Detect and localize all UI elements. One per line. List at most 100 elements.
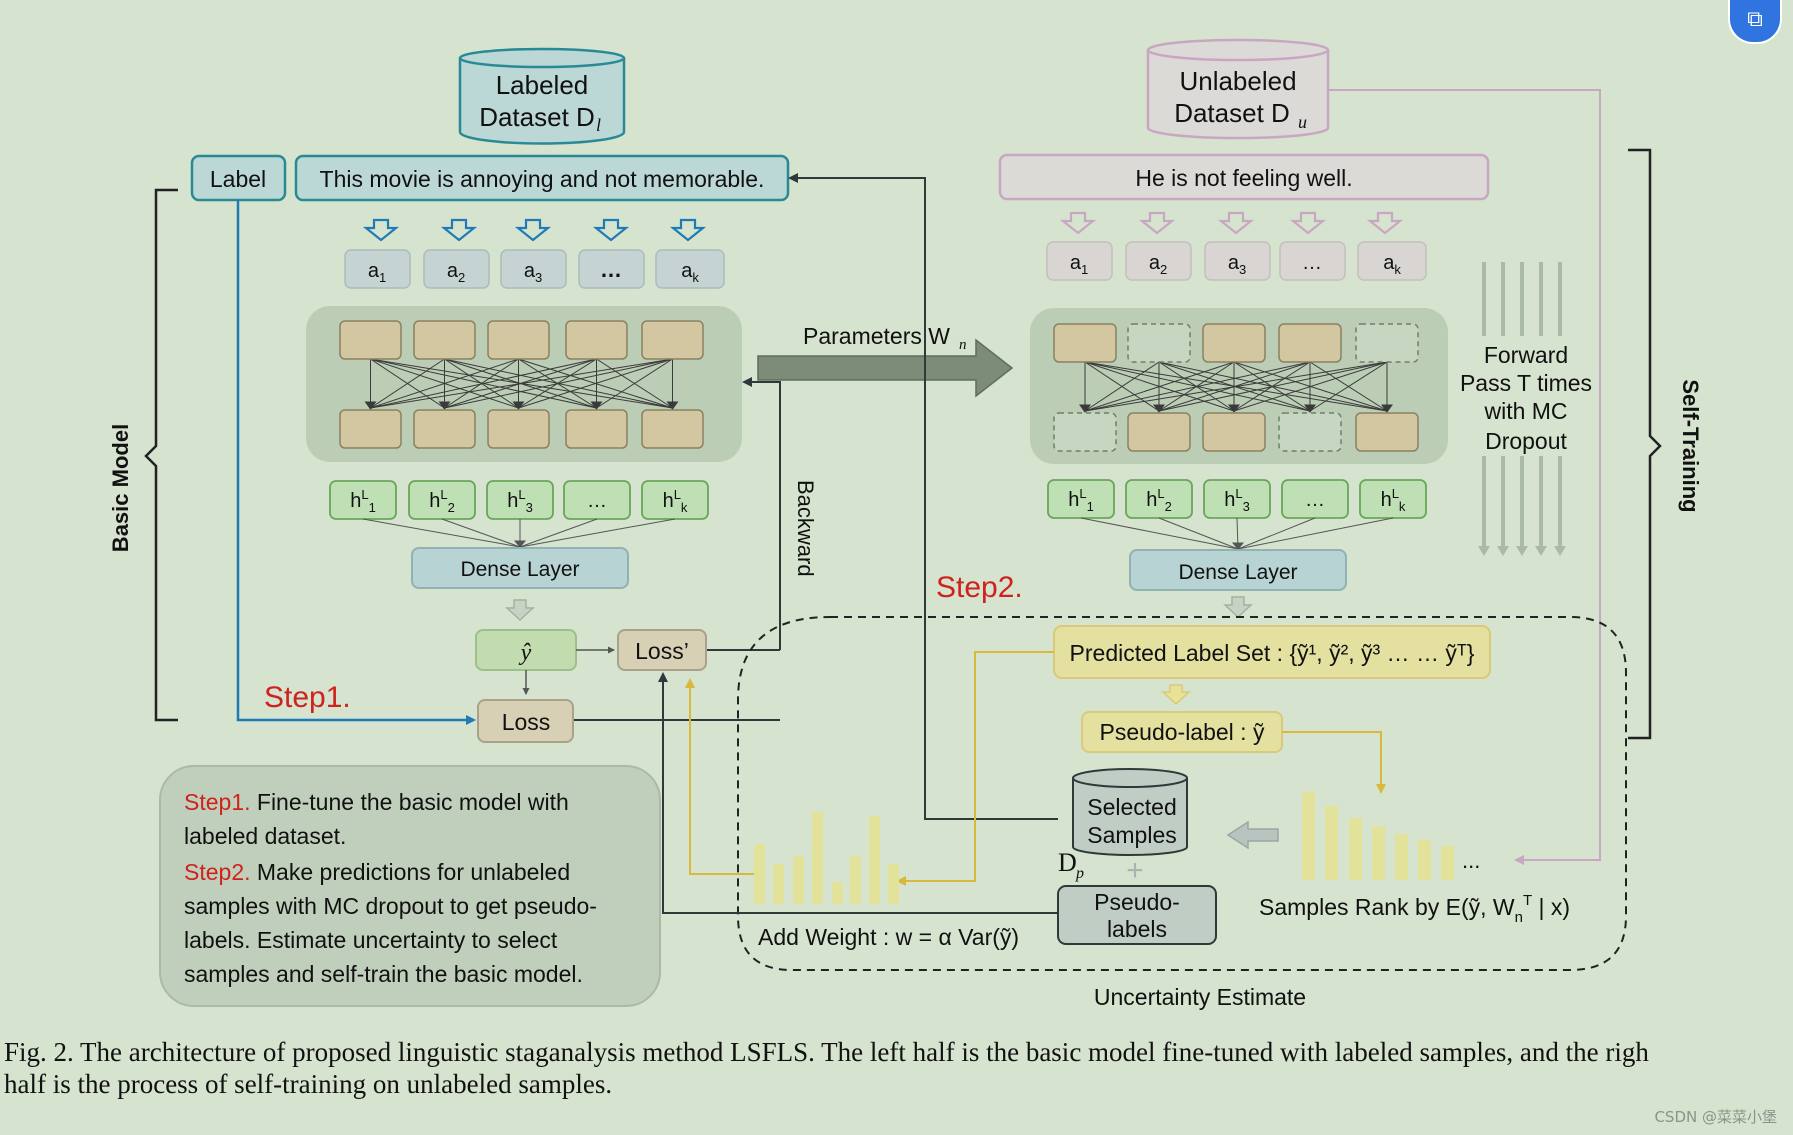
pseudo-labels-line2: labels: [1107, 916, 1167, 942]
histogram-bar: [1441, 846, 1454, 880]
unlabeled-dataset-cylinder: Unlabeled Dataset D u: [1146, 38, 1330, 140]
right-token-row: a1 a2 a3 … ak: [1046, 241, 1427, 281]
predicted-label-set-text: Predicted Label Set : {ỹ¹, ỹ², ỹ³ … … ỹᵀ…: [1070, 640, 1475, 666]
histogram-bar: [754, 844, 765, 904]
selected-to-sentence-path: [788, 173, 1058, 820]
hidden-to-dense-line: [519, 518, 676, 548]
pseudo-label-to-rank-arrow: [1282, 731, 1386, 794]
network-node: [565, 409, 628, 449]
hidden-state-label: hL3: [1224, 486, 1250, 514]
hidden-to-dense-line: [1237, 517, 1394, 550]
down-arrow-icon: [1161, 684, 1191, 706]
uncertainty-region: [737, 616, 1627, 971]
down-arrow-icon: [1059, 211, 1097, 235]
note-step1-line1: Fine-tune the basic model with: [251, 789, 569, 815]
network-edge: [1084, 361, 1311, 412]
hidden-state-label: hL1: [1068, 486, 1094, 514]
histogram-bar: [1372, 826, 1385, 880]
right-dense-layer: [1129, 549, 1347, 591]
down-arrow-icon: [362, 218, 400, 242]
self-training-bracket: [1628, 148, 1662, 740]
unlabeled-to-rank-connector: [1328, 89, 1601, 865]
down-arrow-icon: [1289, 211, 1327, 235]
network-edge: [1158, 361, 1388, 412]
histogram-bar: [1325, 806, 1338, 880]
network-edge: [1309, 361, 1388, 412]
down-arrow-icon: [669, 218, 707, 242]
caption-line1: Fig. 2. The architecture of proposed lin…: [4, 1037, 1649, 1067]
network-edge: [370, 358, 597, 409]
note-step1-line2: labeled dataset.: [184, 823, 346, 849]
uncertainty-estimate-label: Uncertainty Estimate: [1094, 984, 1306, 1010]
network-node: [1202, 323, 1266, 363]
parameters-transfer-arrow: [757, 338, 1014, 398]
network-edge: [444, 358, 673, 409]
network-edge: [370, 358, 519, 409]
caption-line2: half is the process of self-training on …: [4, 1069, 613, 1099]
histogram-bar: [1395, 834, 1408, 880]
loss-label: Loss: [502, 709, 551, 735]
network-edge: [1084, 361, 1388, 412]
note-step2-line2: samples with MC dropout to get pseudo-: [184, 893, 597, 919]
pseudo-label-text: Pseudo-label : ỹ: [1100, 719, 1265, 745]
network-node: [1202, 412, 1266, 452]
step-notes-box: [159, 765, 661, 1007]
note-step2-line3: labels. Estimate uncertainty to select: [184, 927, 558, 953]
add-weight-label: Add Weight : w = α Var(ỹ): [758, 924, 1019, 950]
loss-prime-box: [617, 629, 707, 671]
rank-bars: [1302, 792, 1454, 880]
down-arrow-icon: [1366, 211, 1404, 235]
basic-model-bracket: [144, 188, 178, 722]
right-sentence-text: He is not feeling well.: [1135, 165, 1352, 191]
hidden-to-dense-line: [1237, 517, 1316, 550]
network-node: [339, 409, 402, 449]
basic-model-label: Basic Model: [108, 424, 133, 552]
hidden-state-label: hL2: [1146, 486, 1172, 514]
network-node: [1278, 323, 1342, 363]
screen-share-icon[interactable]: ⧉: [1728, 0, 1782, 44]
pseudolabels-to-lossprime-path: [658, 672, 1058, 914]
network-edge: [1084, 361, 1235, 412]
network-node: [1053, 412, 1117, 452]
histogram-bar: [1302, 792, 1315, 880]
rank-to-selected-arrow: [1226, 820, 1279, 850]
forward-pass-line2: Pass T times: [1460, 370, 1592, 396]
labeled-dataset-subscript: l: [596, 115, 601, 135]
network-edge: [596, 358, 673, 409]
left-dense-layer: [411, 547, 629, 589]
left-token-arrows: [362, 218, 707, 242]
histogram-bar: [812, 812, 823, 904]
network-edge-arrowhead: [1381, 404, 1393, 413]
parameters-subscript: n: [959, 337, 967, 353]
left-network-nodes: [339, 320, 704, 449]
network-node: [413, 320, 476, 360]
loss-prime-label: Loss’: [635, 638, 689, 664]
hidden-state-label: …: [587, 490, 607, 512]
hidden-to-dense-line: [362, 518, 521, 548]
network-edge: [518, 358, 673, 409]
network-edge: [1084, 361, 1160, 412]
note-step2-line4: samples and self-train the basic model.: [184, 961, 583, 987]
parameters-label: Parameters W: [803, 323, 950, 349]
network-node: [1355, 412, 1419, 452]
figure-caption: Fig. 2. The architecture of proposed lin…: [4, 1036, 1789, 1100]
unlabeled-dataset-subscript: u: [1298, 112, 1307, 132]
labeled-dataset-cylinder: Labeled Dataset D l: [458, 47, 626, 145]
note-step2-line1: Make predictions for unlabeled: [251, 859, 571, 885]
network-edge-arrowhead: [1304, 404, 1316, 413]
histogram-bar: [1349, 818, 1362, 880]
note-step2-tag: Step2.: [184, 859, 251, 885]
selected-samples-cylinder: Selected Samples: [1072, 768, 1188, 856]
hidden-state-label: …: [1305, 489, 1325, 511]
network-node: [487, 409, 550, 449]
right-network-nodes: [1053, 323, 1419, 452]
hidden-to-dense-line: [1158, 517, 1239, 550]
down-arrow-icon: [1223, 596, 1253, 619]
forward-pass-text: Forward Pass T times with MC Dropout: [1456, 336, 1596, 456]
samples-rank-label: Samples Rank by E(ỹ, WnT | x): [1259, 892, 1570, 926]
right-network-edges: [1079, 361, 1393, 413]
note-step1-tag: Step1.: [184, 789, 251, 815]
network-edge-arrowhead: [1153, 404, 1165, 413]
network-edge-arrowhead: [512, 401, 525, 410]
